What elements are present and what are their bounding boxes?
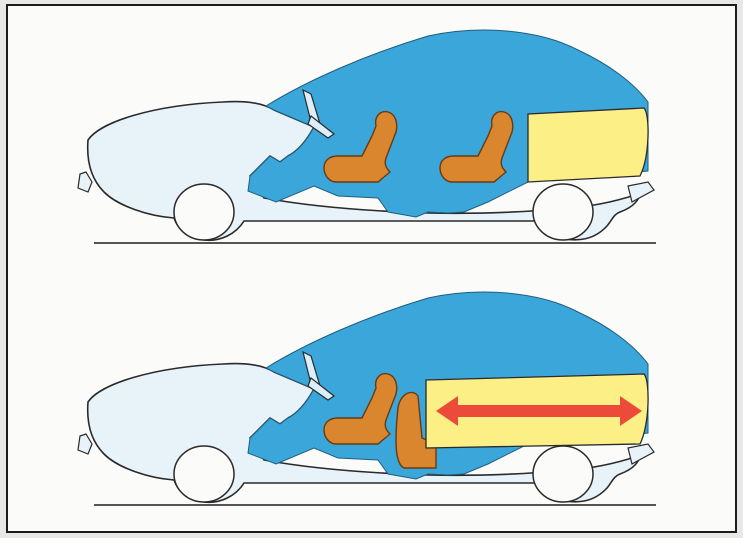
diagram-frame xyxy=(6,4,737,533)
panel-top xyxy=(78,30,656,243)
luggage-area-icon xyxy=(528,108,648,182)
rear-wheel xyxy=(533,184,593,240)
panel-bottom xyxy=(78,292,656,505)
front-wheel xyxy=(174,184,234,240)
front-wheel xyxy=(174,446,234,502)
car-comparison-diagram xyxy=(8,6,735,531)
rear-wheel xyxy=(533,446,593,502)
